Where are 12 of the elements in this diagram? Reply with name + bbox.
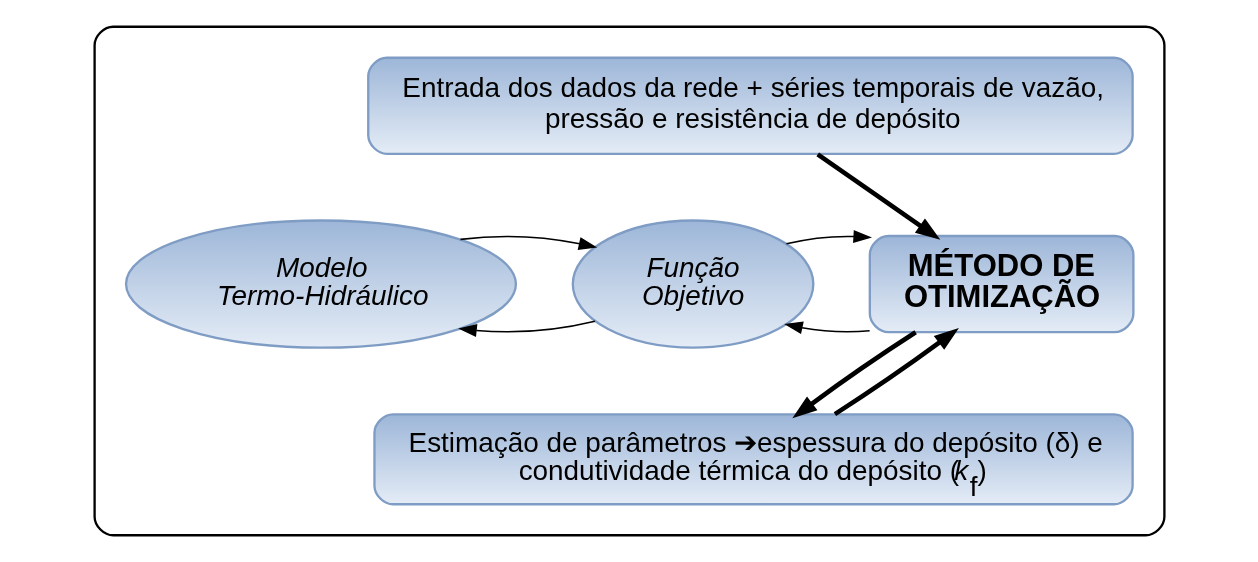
- cluster: [92, 25, 1166, 537]
- arrow: [791, 330, 917, 419]
- arrow: [457, 320, 596, 337]
- arrow: [783, 321, 870, 335]
- arrow: [459, 235, 597, 250]
- arrow: [785, 229, 872, 245]
- node-ellipse: Modelo Termo-Hidráulico: [124, 219, 517, 349]
- node-box: MÉTODO DE OTIMIZAÇÃO: [868, 234, 1135, 334]
- arrow: [833, 328, 959, 417]
- node-ellipse: Função Objetivo: [571, 219, 814, 349]
- arrow: [815, 152, 940, 240]
- node-box: Entrada dos dados da rede + séries temporais de vazão, pressão e resistência de depósito: [366, 56, 1134, 155]
